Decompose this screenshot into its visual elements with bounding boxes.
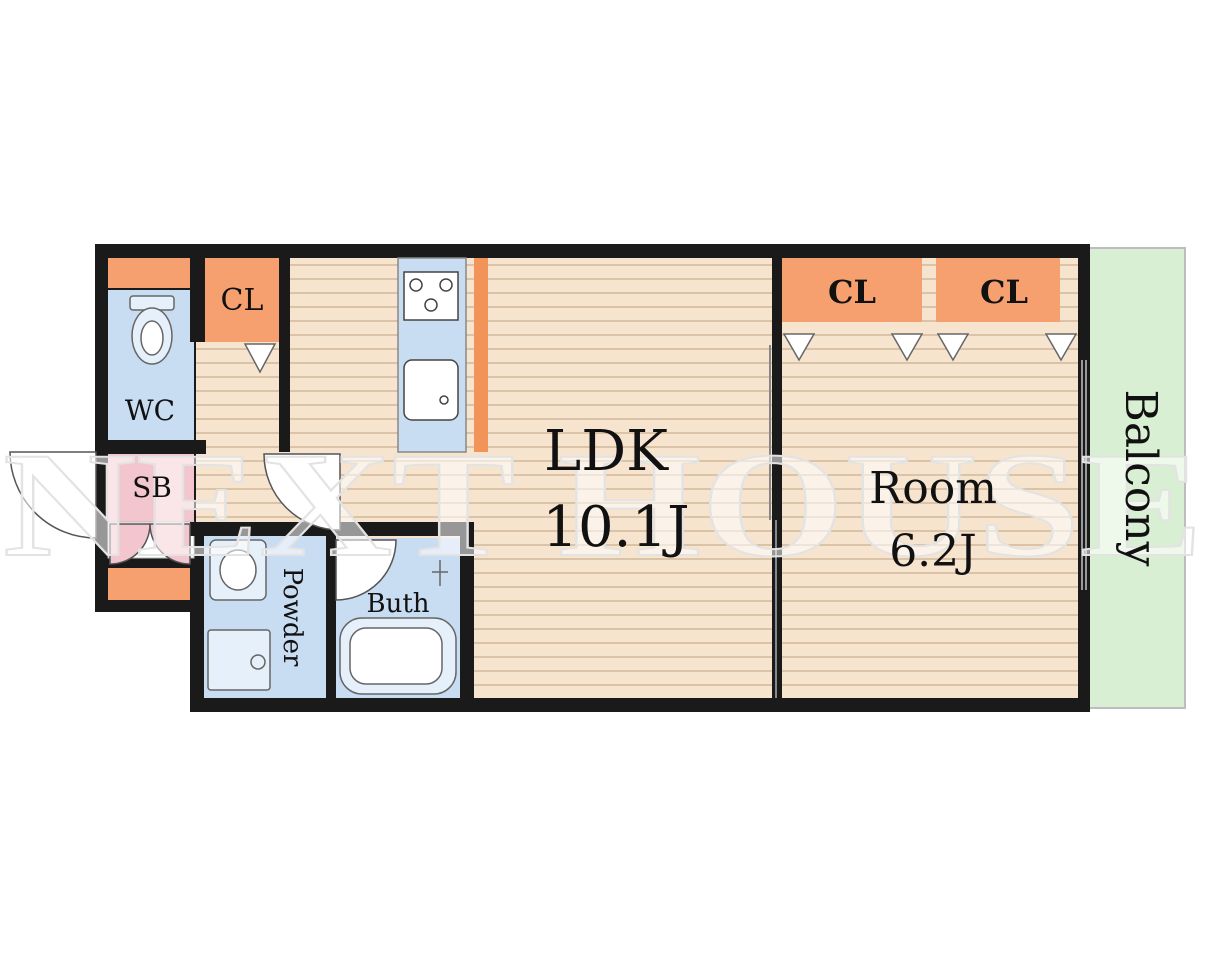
sliding-door (769, 345, 777, 698)
toilet-icon (129, 295, 175, 365)
closet-top-left (108, 258, 190, 288)
balcony-window (1081, 360, 1087, 590)
closet-room-left (782, 258, 922, 322)
closet-hall (205, 258, 279, 342)
door-swings (9, 451, 397, 601)
sink-icon (403, 359, 459, 421)
label-room-size: 6.2J (889, 526, 977, 577)
closet-door-markers (243, 333, 1078, 374)
label-cl-hall: CL (221, 283, 264, 318)
label-wc: WC (125, 394, 175, 427)
label-cl-room-right: CL (980, 273, 1028, 311)
label-ldk-size: 10.1J (542, 495, 689, 560)
label-balcony: Balcony (1115, 390, 1166, 567)
watermark: NEXT HOUSE (3, 422, 1203, 588)
washing-machine-icon (207, 629, 271, 691)
label-ldk-name: LDK (544, 419, 669, 484)
faucet-icon (432, 560, 448, 586)
balcony-area (1087, 247, 1186, 709)
closet-bottom-left (108, 568, 190, 600)
room-floor (782, 258, 1078, 698)
stove-icon (403, 271, 459, 321)
label-cl-room-left: CL (828, 273, 876, 311)
label-powder: Powder (277, 568, 307, 667)
kitchen-backsplash (474, 258, 488, 452)
washbasin-icon (209, 539, 267, 601)
label-room-name: Room (869, 463, 997, 514)
label-bath: Buth (366, 589, 429, 619)
label-sb: SB (132, 471, 172, 504)
sb-area (108, 454, 194, 522)
bathtub-icon (339, 617, 457, 695)
closet-room-right (936, 258, 1060, 322)
